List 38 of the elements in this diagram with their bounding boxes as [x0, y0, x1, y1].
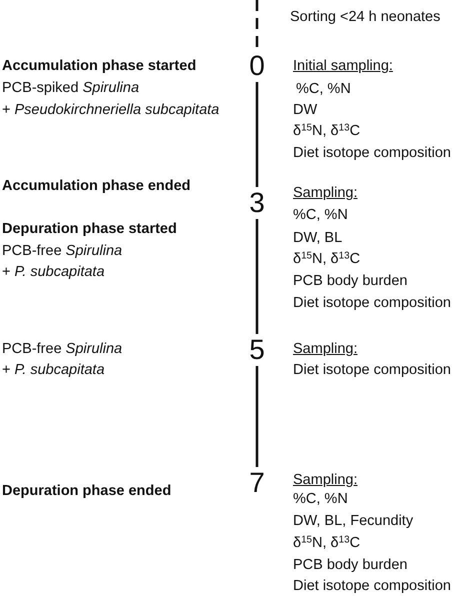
diet-text: PCB-free Spirulina: [2, 242, 122, 260]
phase-heading: Depuration phase started: [2, 220, 177, 238]
diet-text: PCB-spiked Spirulina: [2, 79, 140, 97]
diet-text: + P. subcapitata: [2, 361, 105, 379]
measurement-item: DW: [293, 101, 318, 119]
timeline-line: [256, 366, 258, 467]
day-number: 3: [248, 187, 266, 219]
measurement-item: δ$^{15}$N, δ$^{13}$C: [293, 122, 360, 140]
sampling-heading: Initial sampling:: [293, 57, 393, 75]
day-number: 7: [248, 467, 266, 499]
dashed-timeline-line: [256, 0, 258, 50]
sampling-heading: Sampling:: [293, 471, 358, 489]
measurement-item: %C, %N: [293, 206, 348, 224]
measurement-item: DW, BL, Fecundity: [293, 512, 414, 530]
diet-text: + P. subcapitata: [2, 263, 105, 281]
measurement-item: Diet isotope composition: [293, 294, 451, 312]
sampling-heading: Sampling:: [293, 340, 358, 358]
timeline-line: [256, 219, 258, 334]
phase-heading: Accumulation phase started: [2, 57, 196, 75]
measurement-item: PCB body burden: [293, 556, 408, 574]
measurement-item: Diet isotope composition: [293, 577, 451, 595]
phase-heading: Accumulation phase ended: [2, 177, 191, 195]
diet-text: + Pseudokirchneriella subcapitata: [2, 101, 220, 119]
diet-text: PCB-free Spirulina: [2, 340, 122, 358]
day-number: 0: [248, 50, 266, 82]
measurement-item: DW, BL: [293, 229, 342, 247]
measurement-item: PCB body burden: [293, 272, 408, 290]
measurement-item: δ$^{15}$N, δ$^{13}$C: [293, 534, 360, 552]
measurement-item: Diet isotope composition: [293, 144, 451, 162]
sampling-heading: Sampling:: [293, 184, 358, 202]
measurement-item: %C, %N: [296, 80, 351, 98]
phase-heading: Depuration phase ended: [2, 482, 172, 500]
timeline-line: [256, 82, 258, 187]
day-number: 5: [248, 334, 266, 366]
measurement-item: δ$^{15}$N, δ$^{13}$C: [293, 250, 360, 268]
measurement-item: Diet isotope composition: [293, 361, 451, 379]
step-note: Sorting <24 h neonates: [290, 8, 440, 26]
measurement-item: %C, %N: [293, 490, 348, 508]
